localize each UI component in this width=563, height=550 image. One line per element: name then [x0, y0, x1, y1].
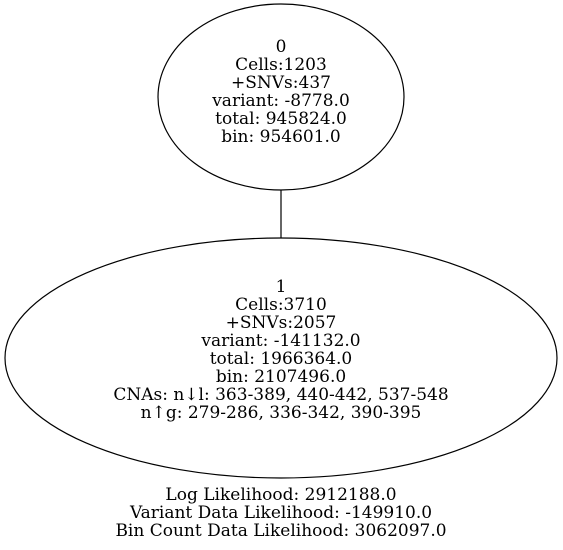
node-0-ellipse [157, 3, 405, 191]
node-0-variant: variant: -8778.0 [211, 91, 350, 111]
node-1-cnas-gain: n↑g: 279-286, 336-342, 390-395 [141, 403, 422, 423]
bin-count-data-likelihood: Bin Count Data Likelihood: 3062097.0 [115, 521, 446, 541]
node-1-cells: Cells:3710 [235, 295, 327, 315]
node-0: 0 Cells:1203 +SNVs:437 variant: -8778.0 … [157, 3, 405, 191]
node-0-bin: bin: 954601.0 [221, 127, 341, 147]
variant-data-likelihood: Variant Data Likelihood: -149910.0 [129, 503, 432, 523]
log-likelihood: Log Likelihood: 2912188.0 [165, 485, 396, 505]
node-1-id: 1 [276, 277, 287, 297]
node-1-cnas-loss: CNAs: n↓l: 363-389, 440-442, 537-548 [113, 385, 448, 405]
node-0-total: total: 945824.0 [215, 109, 347, 129]
node-0-snvs: +SNVs:437 [231, 73, 331, 93]
node-1-variant: variant: -141132.0 [200, 331, 360, 351]
node-1-bin: bin: 2107496.0 [216, 367, 346, 387]
likelihood-summary: Log Likelihood: 2912188.0 Variant Data L… [115, 485, 446, 541]
node-0-cells: Cells:1203 [235, 55, 327, 75]
node-0-id: 0 [276, 37, 287, 57]
node-1: 1 Cells:3710 +SNVs:2057 variant: -141132… [4, 237, 558, 479]
node-1-snvs: +SNVs:2057 [226, 313, 337, 333]
node-1-ellipse [4, 237, 558, 479]
node-1-total: total: 1966364.0 [210, 349, 353, 369]
